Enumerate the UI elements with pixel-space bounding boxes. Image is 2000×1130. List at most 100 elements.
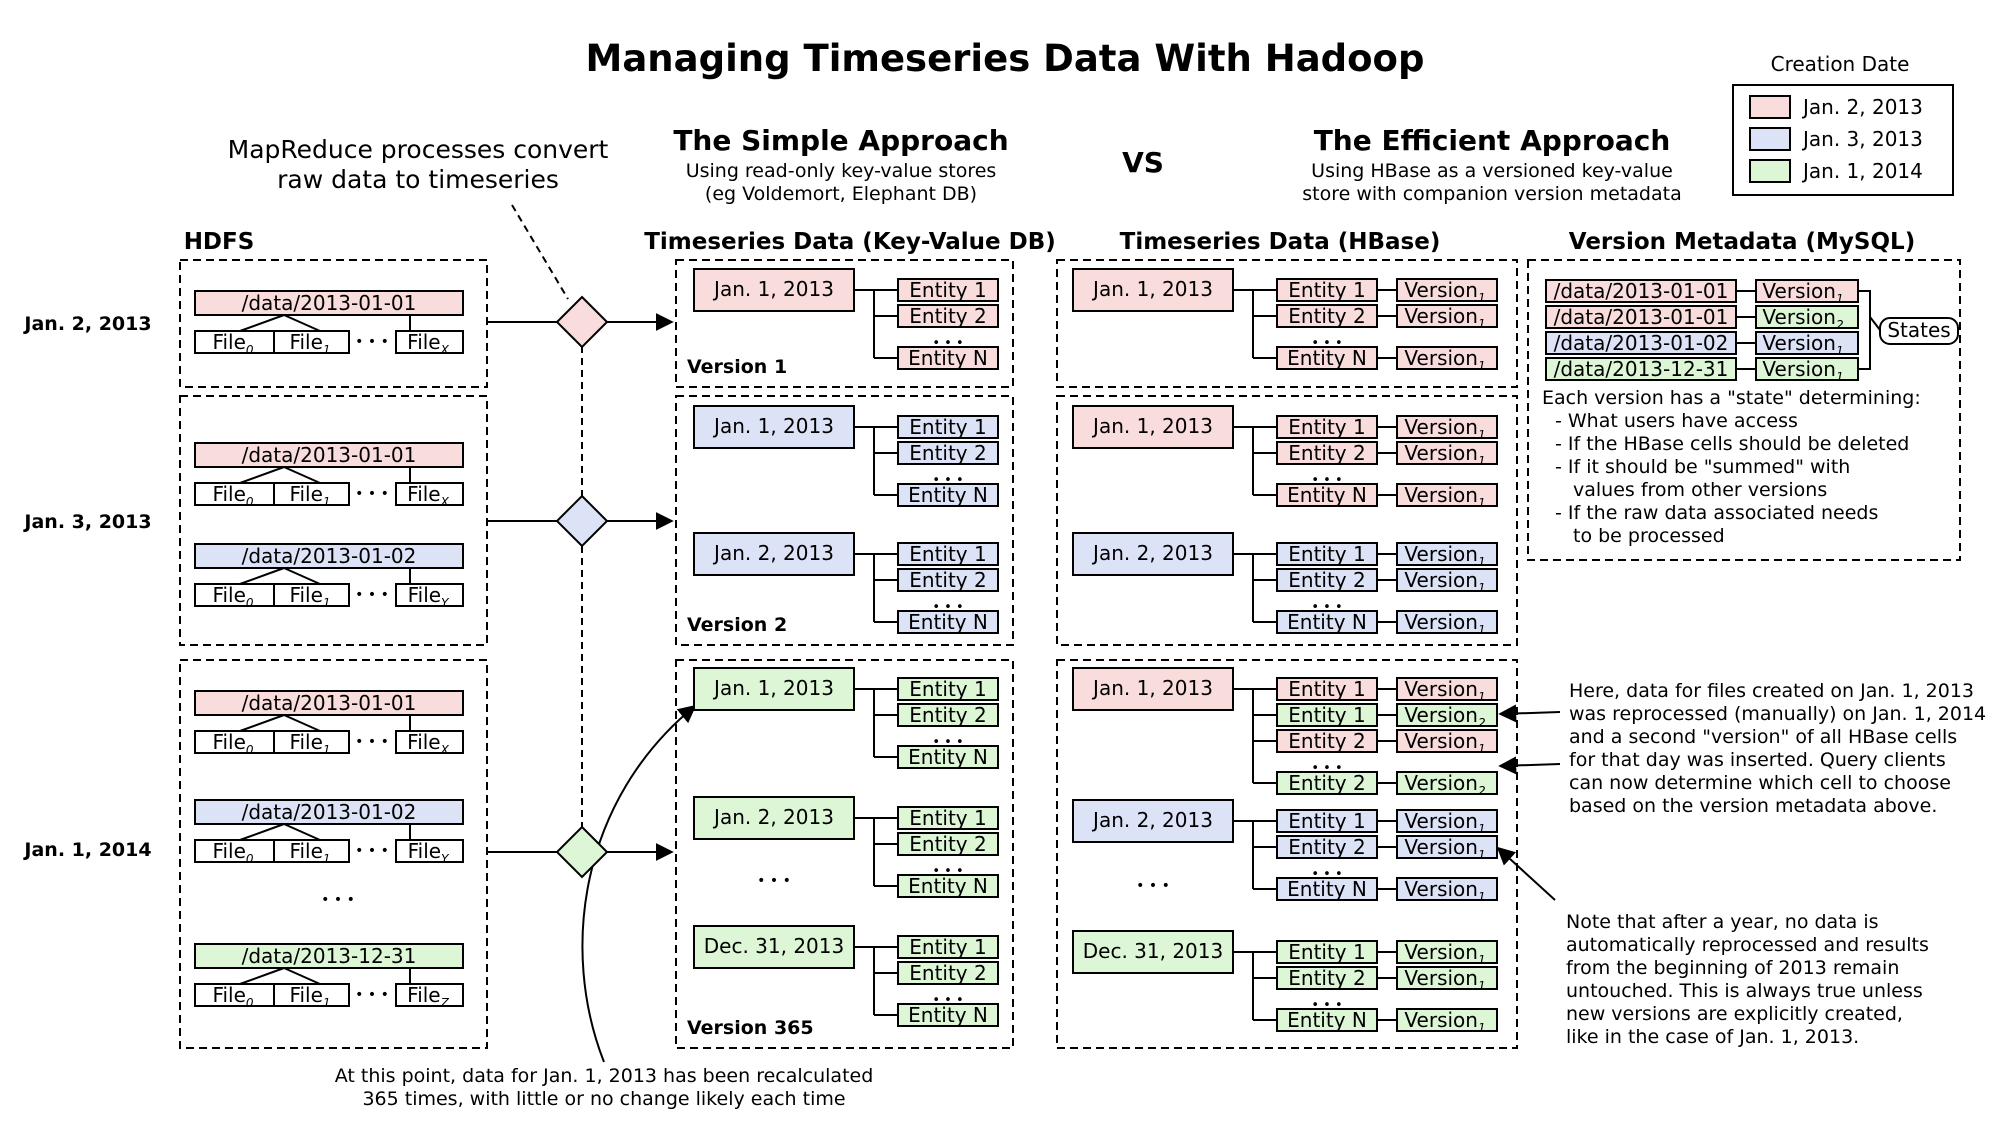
metadata-version-label: Version2 [1762,305,1843,332]
hb-r3-jan1-version-label: Version2 [1404,703,1485,730]
hbase-reprocess-note-line-4: for that day was inserted. Query clients [1569,749,1946,771]
kv-v2-jan1-entity-box [897,441,999,465]
kv-v365-jan1-date-label: Jan. 1, 2013 [712,676,834,700]
mapreduce-pointer-line [511,204,569,300]
year-note-line-2: automatically reprocessed and results [1566,934,1929,956]
hdfs-directory-path: /data/2013-01-01 [242,443,417,467]
hb-r3-jan2-ellipsis: • • • [1311,867,1342,882]
hb-r3-jan1-version-box [1396,771,1498,795]
kv-v1-entity-box [897,278,999,302]
hdfs-file-connector [283,567,321,585]
hdfs-file-box [273,330,350,354]
hb-r2-jan2-version-box [1396,610,1498,634]
legend-swatch [1749,95,1791,119]
hb-r3-jan2-version-box [1396,835,1498,859]
hdfs-directory-path: /data/2013-01-01 [242,291,417,315]
hb-r3-jan1-version-label: Version1 [1404,677,1485,704]
row-date-jan-1-2014: Jan. 1, 2014 [22,839,151,861]
hb-r3-dec31-version-box [1396,1008,1498,1032]
hb-r2-jan2-date-label: Jan. 2, 2013 [1091,541,1213,565]
year-note-line-3: from the beginning of 2013 remain [1566,957,1899,979]
hb-r3-jan2-version-label: Version1 [1404,877,1485,904]
legend-label: Jan. 1, 2014 [1801,159,1923,183]
kv-v365-jan1-entity-label: Entity 2 [909,703,986,727]
hdfs-file-box [395,583,464,607]
hb-r2-jan2-ellipsis: • • • [1311,600,1342,615]
kv-v2-jan2-entity-box [897,610,999,634]
kv-v365-dec31-entity-label: Entity N [908,1003,988,1027]
metadata-description-line: - If the HBase cells should be deleted [1555,433,1909,455]
hbase-reprocess-note-line-5: can now determine which cell to choose [1569,772,1951,794]
kv-v365-jan2-entity-box [897,832,999,856]
legend-label: Jan. 2, 2013 [1801,95,1923,119]
recalc-note-line-2: 365 times, with little or no change like… [362,1088,845,1110]
reprocess-arrow-1 [1498,704,1561,723]
hb-r1-entity-label: Entity 2 [1288,304,1365,328]
hb-r2-jan1-version-label: Version1 [1404,483,1485,510]
kv-v365-jan1-ellipsis: • • • [932,735,963,750]
kv-v2-jan1-ellipsis: • • • [932,473,963,488]
hb-r2-jan2-version-label: Version1 [1404,542,1485,569]
metadata-states-label: States [1887,318,1950,342]
kv-panel-version-365 [675,659,1014,1049]
kv-version-1-label: Version 1 [687,356,787,378]
hdfs-file-connector [239,714,285,732]
hdfs-directory-box [194,690,464,716]
hb-r3-jan2-version-box [1396,809,1498,833]
kv-v365-jan1-entity-box [897,745,999,769]
hb-r3-jan1-entity-label: Entity 2 [1288,771,1365,795]
kv-v365-jan2-entity-box [897,806,999,830]
kv-v365-jan2-entity-label: Entity N [908,874,988,898]
kv-v2-jan2-entity-box [897,542,999,566]
kv-v1-entity-box [897,346,999,370]
hb-r2-jan1-version-box [1396,483,1498,507]
kv-v365-dec31-date-label: Dec. 31, 2013 [704,934,844,958]
hdfs-file-connector [283,466,321,484]
kv-v1-ellipsis: • • • [932,336,963,351]
hdfs-ellipsis: • • • [355,843,389,859]
hb-r3-jan1-version-label: Version2 [1404,771,1485,798]
legend-swatch [1749,127,1791,151]
hdfs-panel-row-1 [179,259,488,388]
hb-r2-jan2-version-box [1396,568,1498,592]
hdfs-ellipsis: • • • [355,334,389,350]
hdfs-file-box [395,482,464,506]
hdfs-file-box [395,983,464,1007]
hb-r3-dec31-ellipsis: • • • [1311,998,1342,1013]
hb-r2-jan1-version-label: Version1 [1404,441,1485,468]
kv-v1-entity-label: Entity N [908,346,988,370]
metadata-version-box [1755,305,1859,329]
metadata-description-line: to be processed [1573,525,1725,547]
hb-r2-jan2-version-box [1396,542,1498,566]
hbase-panel-row-3 [1056,659,1518,1049]
hb-r3-jan2-version-label: Version1 [1404,809,1485,836]
hdfs-file-box [273,482,350,506]
efficient-approach-sub-2: store with companion version metadata [1302,183,1681,205]
simple-approach-sub-2: (eg Voldemort, Elephant DB) [705,183,977,205]
hb-r3-jan1-version-label: Version1 [1404,729,1485,756]
simple-approach-sub-1: Using read-only key-value stores [686,160,997,182]
hdfs-ellipsis: • • • [355,587,389,603]
kv-v365-jan2-entity-label: Entity 1 [909,806,986,830]
hb-r3-jan1-date-box [1072,667,1234,711]
recalc-note-line-1: At this point, data for Jan. 1, 2013 has… [335,1065,874,1087]
kv-v2-jan1-entity-label: Entity 1 [909,415,986,439]
hdfs-ellipsis: • • • [355,987,389,1003]
hb-r3-dec31-version-box [1396,966,1498,990]
mapreduce-note-line-2: raw data to timeseries [277,165,559,194]
hdfs-file-box [273,730,350,754]
hb-r2-jan1-ellipsis: • • • [1311,473,1342,488]
kv-v365-jan2-date-label: Jan. 2, 2013 [712,805,834,829]
metadata-description-line: values from other versions [1573,479,1827,501]
efficient-approach-sub-1: Using HBase as a versioned key-value [1311,160,1673,182]
kv-v1-date-box [693,268,855,312]
hb-r2-jan2-entity-label: Entity N [1287,610,1367,634]
kv-v365-jan1-entity-label: Entity 1 [909,677,986,701]
metadata-description-line: - If it should be "summed" with [1555,456,1850,478]
kv-v365-jan1-entity-box [897,703,999,727]
hbase-section-heading: Timeseries Data (HBase) [1120,229,1441,255]
hdfs-file-label: FileX [407,330,449,357]
hb-r3-dec31-entity-label: Entity 1 [1288,940,1365,964]
kv-v365-dec31-ellipsis: • • • [932,993,963,1008]
